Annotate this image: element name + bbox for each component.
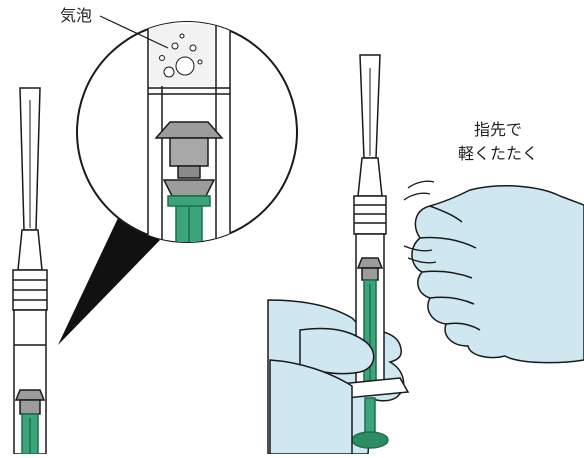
tap-label-line1: 指先で — [474, 120, 523, 139]
magnifier-circle — [76, 21, 298, 243]
tapping-hand — [411, 185, 584, 364]
bubble-pointer-line — [99, 15, 169, 49]
air-bubbles — [159, 33, 203, 78]
left-syringe — [12, 87, 48, 455]
tap-motion-lines — [403, 180, 437, 264]
holding-hand-thumb — [269, 327, 375, 455]
tap-label-line2: 軽くたたく — [458, 144, 539, 163]
bubble-label: 気泡 — [60, 6, 93, 25]
magnifier-cone — [58, 218, 160, 345]
tap-instruction-label: 指先で 軽くたたく — [458, 118, 538, 166]
